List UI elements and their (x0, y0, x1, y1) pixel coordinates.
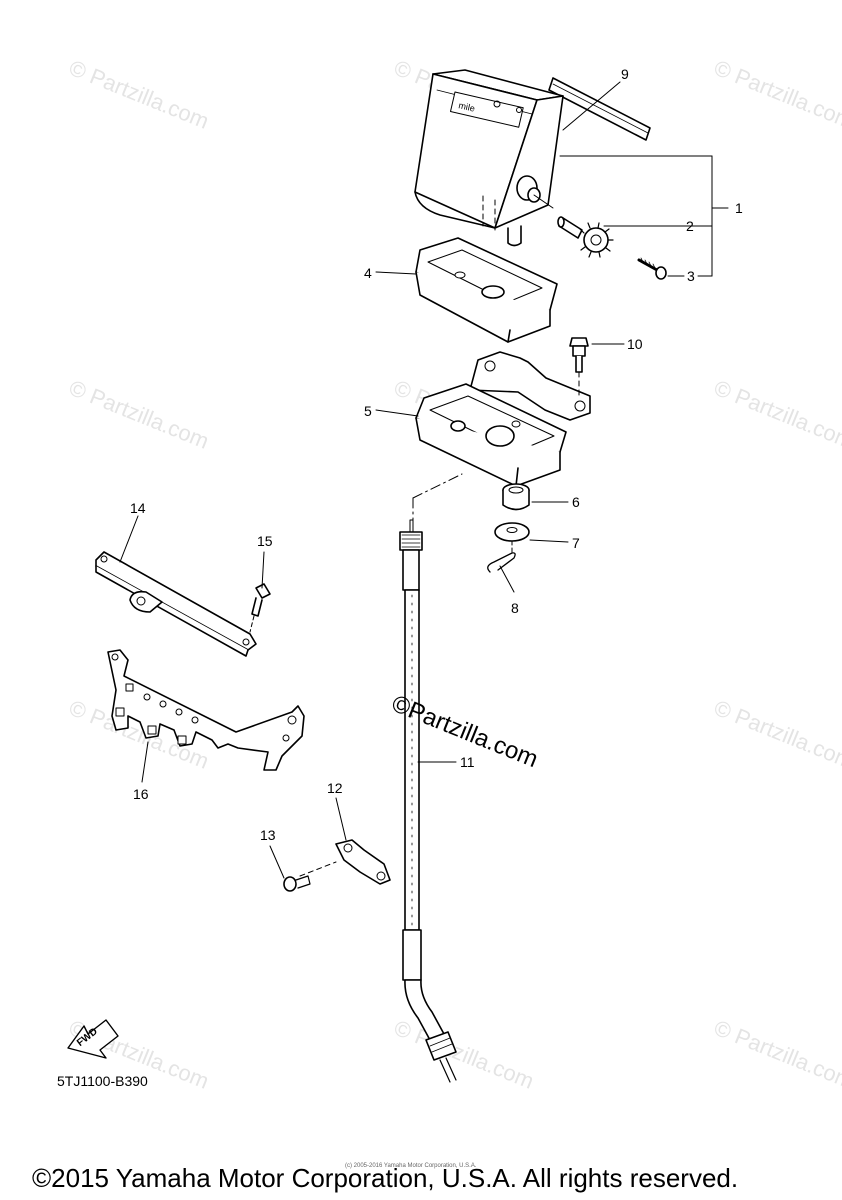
part-9-strip (548, 77, 651, 141)
callout-12: 12 (327, 780, 343, 796)
callout-13: 13 (260, 827, 276, 843)
part-12-clamp (299, 839, 391, 885)
callout-3: 3 (687, 268, 695, 284)
small-copyright: (c) 2005-2016 Yamaha Motor Corporation, … (345, 1163, 477, 1169)
callout-6: 6 (572, 494, 580, 510)
callout-16: 16 (133, 786, 149, 802)
part-5-bracket (415, 351, 591, 487)
fwd-arrow-icon (67, 1019, 119, 1059)
part-16-perforated-bracket (107, 649, 305, 771)
callout-8: 8 (511, 600, 519, 616)
part-6-grommet (502, 483, 530, 511)
meter-face-label: mile (458, 100, 476, 113)
part-14-flat-bracket (95, 551, 257, 657)
part-8-clip (487, 552, 516, 573)
part-1-meter-assembly: mile (414, 69, 564, 247)
diagram-ref-code: 5TJ1100-B390 (57, 1073, 148, 1089)
callout-10: 10 (627, 336, 643, 352)
part-4-cushion (415, 237, 558, 343)
part-3-screw (637, 257, 667, 280)
callout-15: 15 (257, 533, 273, 549)
callout-7: 7 (572, 535, 580, 551)
callout-5: 5 (364, 403, 372, 419)
part-10-bolt (569, 337, 589, 399)
copyright-notice: ©2015 Yamaha Motor Corporation, U.S.A. A… (32, 1163, 739, 1193)
callout-4: 4 (364, 265, 372, 281)
part-7-washer (494, 522, 530, 555)
callout-14: 14 (130, 500, 146, 516)
leader-lines (119, 81, 729, 879)
part-13-screw (283, 875, 311, 892)
callout-1: 1 (735, 200, 743, 216)
callout-9: 9 (621, 66, 629, 82)
part-11-cable (399, 473, 463, 1083)
callout-2: 2 (686, 218, 694, 234)
part-15-bolt (249, 583, 271, 633)
callout-11: 11 (460, 754, 475, 770)
part-2-gear (557, 216, 614, 258)
